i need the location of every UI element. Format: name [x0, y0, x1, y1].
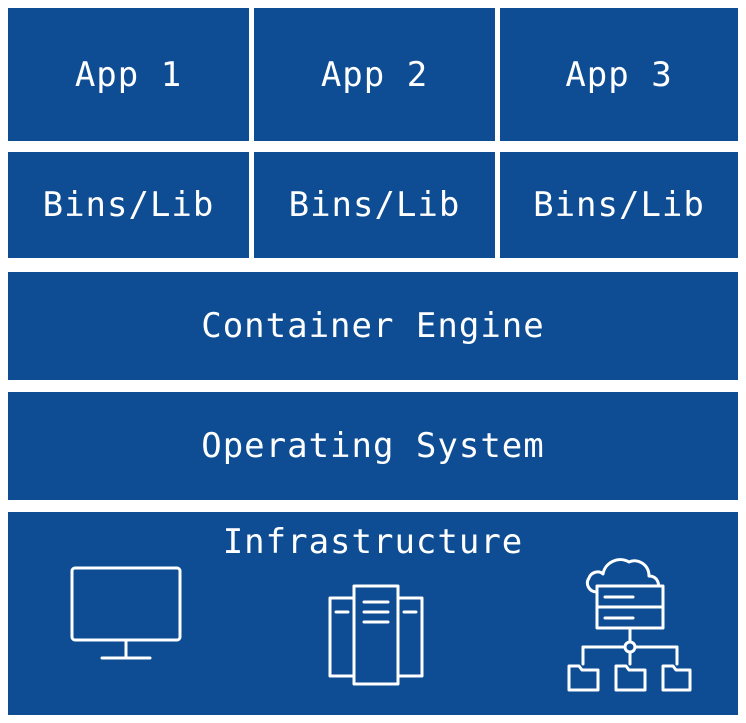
bins-lib-1-block: Bins/Lib [8, 152, 249, 258]
bins-lib-1-label: Bins/Lib [42, 185, 215, 225]
operating-system-label: Operating System [201, 426, 545, 466]
app-2-block: App 2 [254, 8, 495, 141]
bins-lib-2-label: Bins/Lib [288, 185, 461, 225]
app-2-label: App 2 [320, 54, 429, 95]
app-3-label: App 3 [565, 54, 673, 95]
server-icon [328, 584, 424, 686]
app-1-block: App 1 [8, 8, 249, 141]
app-1-label: App 1 [74, 54, 183, 95]
infrastructure-block: Infrastructure [8, 512, 738, 715]
infrastructure-label: Infrastructure [222, 522, 524, 562]
cloud-network-icon [567, 558, 692, 692]
container-engine-block: Container Engine [8, 272, 738, 380]
monitor-icon [70, 566, 182, 660]
bins-lib-2-block: Bins/Lib [254, 152, 495, 258]
container-engine-label: Container Engine [201, 306, 545, 346]
bins-lib-3-block: Bins/Lib [500, 152, 738, 258]
operating-system-block: Operating System [8, 392, 738, 500]
app-3-block: App 3 [500, 8, 738, 141]
bins-lib-3-label: Bins/Lib [533, 185, 705, 225]
